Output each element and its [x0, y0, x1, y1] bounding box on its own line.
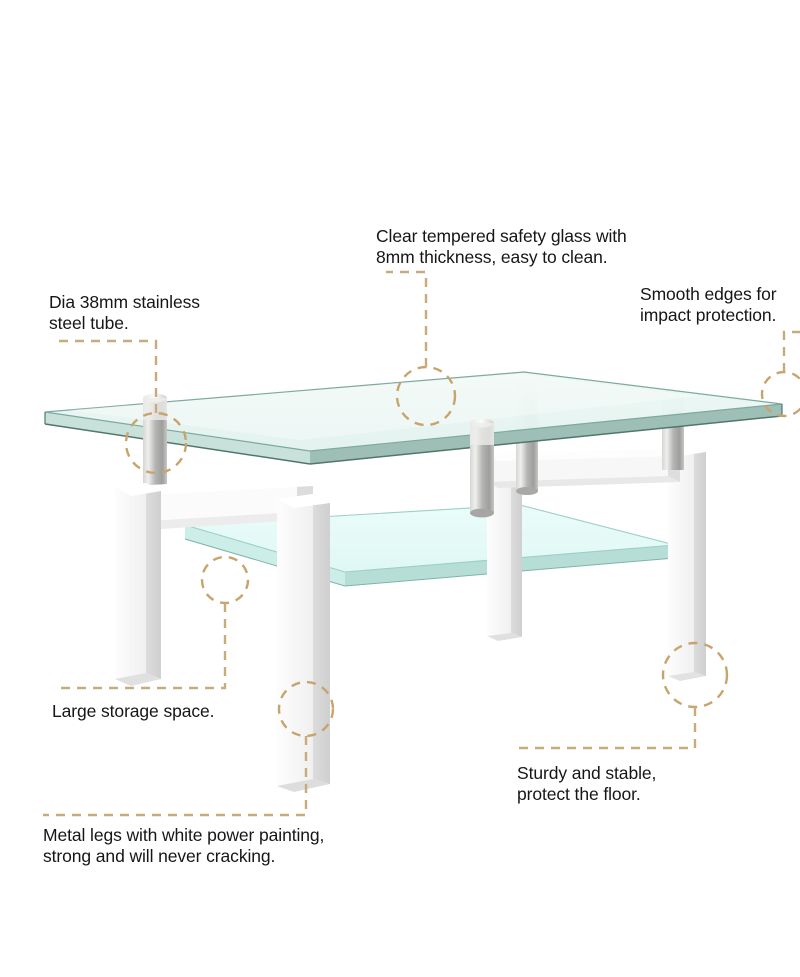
callout-marker-sturdy [518, 641, 729, 750]
glass-top [44, 371, 783, 465]
callout-marker-smooth-edges [760, 330, 800, 418]
callout-label-large-storage-space: Large storage space. [52, 701, 215, 721]
callout-label-smooth-edges-impact-protection: Smooth edges for impact protection. [640, 284, 777, 325]
callout-label-clear-tempered-safety-glass: Clear tempered safety glass with 8mm thi… [376, 226, 627, 267]
leg-frame-front-left [115, 477, 330, 792]
callout-label-metal-legs-white-powder-painting: Metal legs with white power painting, st… [43, 825, 325, 866]
steel-tube-front-right [470, 418, 494, 518]
callout-marker-glass-top [386, 270, 457, 427]
callout-markers [43, 270, 800, 817]
callout-label-dia-38mm-stainless-steel-tube: Dia 38mm stainless steel tube. [49, 292, 200, 333]
callout-label-sturdy-and-stable: Sturdy and stable, protect the floor. [517, 763, 657, 804]
callout-marker-storage [60, 555, 250, 690]
callout-marker-steel-tube [52, 339, 188, 475]
callout-marker-metal-legs [43, 680, 335, 817]
